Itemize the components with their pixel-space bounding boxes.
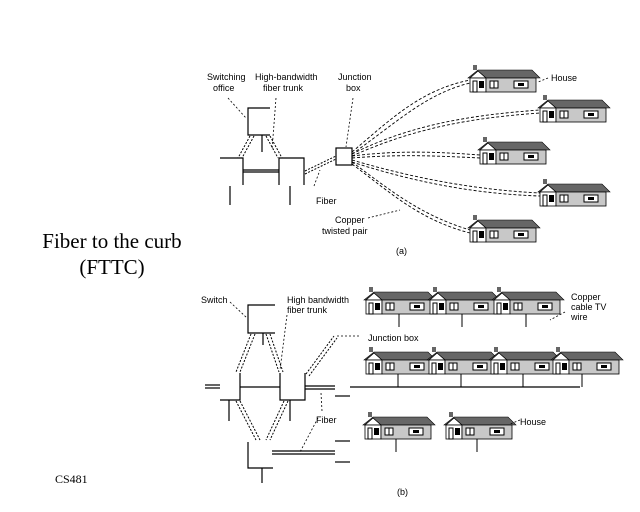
house bbox=[363, 286, 437, 315]
label-trunk-b-1: High bandwidth bbox=[287, 295, 349, 305]
house bbox=[537, 178, 611, 207]
house bbox=[443, 411, 517, 440]
slide-title-line1: Fiber to the curb bbox=[42, 229, 182, 253]
house bbox=[467, 64, 541, 93]
label-copper-b-1: Copper bbox=[571, 292, 601, 302]
label-house-a: House bbox=[551, 73, 577, 83]
diagram-a: Switching office High-bandwidth fiber tr… bbox=[207, 64, 611, 256]
label-junction-2: box bbox=[346, 83, 361, 93]
hatched-trunks-b bbox=[235, 333, 338, 441]
label-copper-b-3: wire bbox=[570, 312, 588, 322]
label-trunk-1: High-bandwidth bbox=[255, 72, 318, 82]
label-switching-office-2: office bbox=[213, 83, 234, 93]
label-junction-box-b: Junction box bbox=[368, 333, 419, 343]
fiber-trunk-links bbox=[237, 135, 337, 175]
house bbox=[427, 286, 501, 315]
house bbox=[550, 346, 624, 375]
slide-title-line2: (FTTC) bbox=[79, 255, 145, 279]
label-copper-b-2: cable TV bbox=[571, 302, 606, 312]
diagram-b: Switch High bandwidth fiber trunk Juncti… bbox=[201, 286, 624, 497]
house bbox=[426, 346, 500, 375]
house bbox=[467, 214, 541, 243]
house bbox=[477, 136, 551, 165]
copper-twisted-pairs bbox=[351, 79, 541, 234]
house bbox=[363, 346, 437, 375]
switching-office bbox=[220, 107, 305, 205]
label-copper-2: twisted pair bbox=[322, 226, 368, 236]
label-fiber-a: Fiber bbox=[316, 196, 337, 206]
label-copper-1: Copper bbox=[335, 215, 365, 225]
label-fiber-b: Fiber bbox=[316, 415, 337, 425]
label-switch: Switch bbox=[201, 295, 228, 305]
leader-lines-b bbox=[229, 301, 566, 453]
junction-box bbox=[335, 147, 353, 166]
slide-title: Fiber to the curb (FTTC) bbox=[22, 228, 202, 280]
house-drops bbox=[395, 312, 583, 452]
label-trunk-b-2: fiber trunk bbox=[287, 305, 328, 315]
caption-b: (b) bbox=[397, 487, 408, 497]
house bbox=[491, 286, 565, 315]
house bbox=[537, 94, 611, 123]
switch-network bbox=[205, 304, 580, 483]
house bbox=[362, 411, 436, 440]
caption-a: (a) bbox=[396, 246, 407, 256]
label-trunk-2: fiber trunk bbox=[263, 83, 304, 93]
label-house-b: House bbox=[520, 417, 546, 427]
label-switching-office-1: Switching bbox=[207, 72, 246, 82]
house bbox=[488, 346, 562, 375]
label-junction-1: Junction bbox=[338, 72, 372, 82]
slide-footer: CS481 bbox=[55, 472, 88, 486]
leader-lines-a bbox=[227, 77, 549, 219]
